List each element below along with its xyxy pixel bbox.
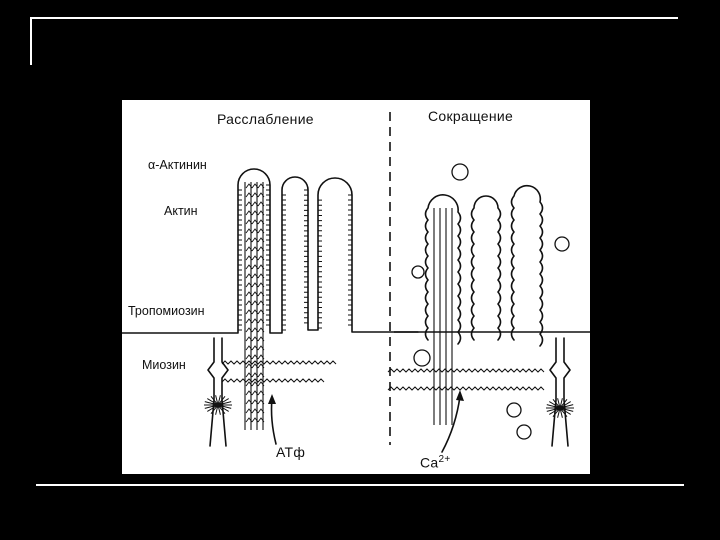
label-myosin: Миозин xyxy=(142,358,186,372)
calcium-arrow-head xyxy=(456,390,464,401)
label-actin: Актин xyxy=(164,204,198,218)
vesicle-4 xyxy=(413,349,431,367)
vesicle-1 xyxy=(451,163,469,181)
label-alpha-actinin: α-Актинин xyxy=(148,158,207,172)
microvillus-contracted-1 xyxy=(424,194,462,345)
myosin-filament-contracted-lower xyxy=(387,386,545,391)
label-calcium: Ca2+ xyxy=(420,454,451,471)
junction-left xyxy=(207,337,229,447)
label-atp: АТф xyxy=(276,444,306,460)
calcium-symbol: Ca xyxy=(420,454,439,471)
top-frame-line xyxy=(30,17,678,19)
myosin-filament-upper xyxy=(221,360,337,365)
vesicle-3 xyxy=(411,265,425,279)
microvillus-spikes-1 xyxy=(238,184,270,331)
myosin-filament-lower xyxy=(221,378,325,383)
vesicle-2 xyxy=(554,236,570,252)
label-tropomyosin: Тропомиозин xyxy=(128,304,205,318)
panel-title-relaxation: Расслабление xyxy=(217,111,314,127)
junction-tuft-right xyxy=(546,398,574,418)
microvillus-diagram: Расслабление Сокращение α-Актинин Актин … xyxy=(122,100,590,474)
cell-membrane-relaxed xyxy=(122,168,419,334)
microvillus-spikes-2 xyxy=(282,189,308,331)
microvillus-spikes-3 xyxy=(318,194,352,329)
actin-chevrons xyxy=(245,183,265,423)
atp-arrow-head xyxy=(268,394,276,404)
panel-title-contraction: Сокращение xyxy=(428,108,514,124)
junction-tuft-left xyxy=(204,395,232,415)
vesicle-6 xyxy=(516,424,532,440)
left-frame-line xyxy=(30,17,32,65)
bottom-frame-line xyxy=(36,484,684,486)
junction-right xyxy=(549,337,571,447)
myosin-filament-contracted-upper xyxy=(387,368,545,373)
calcium-charge: 2+ xyxy=(438,454,451,465)
diagram-artwork xyxy=(122,112,590,453)
microvillus-contracted-3 xyxy=(510,184,544,347)
microvillus-contracted-2 xyxy=(470,195,502,341)
calcium-arrow-shaft xyxy=(441,395,461,453)
vesicle-5 xyxy=(506,402,522,418)
atp-arrow-shaft xyxy=(270,397,277,445)
